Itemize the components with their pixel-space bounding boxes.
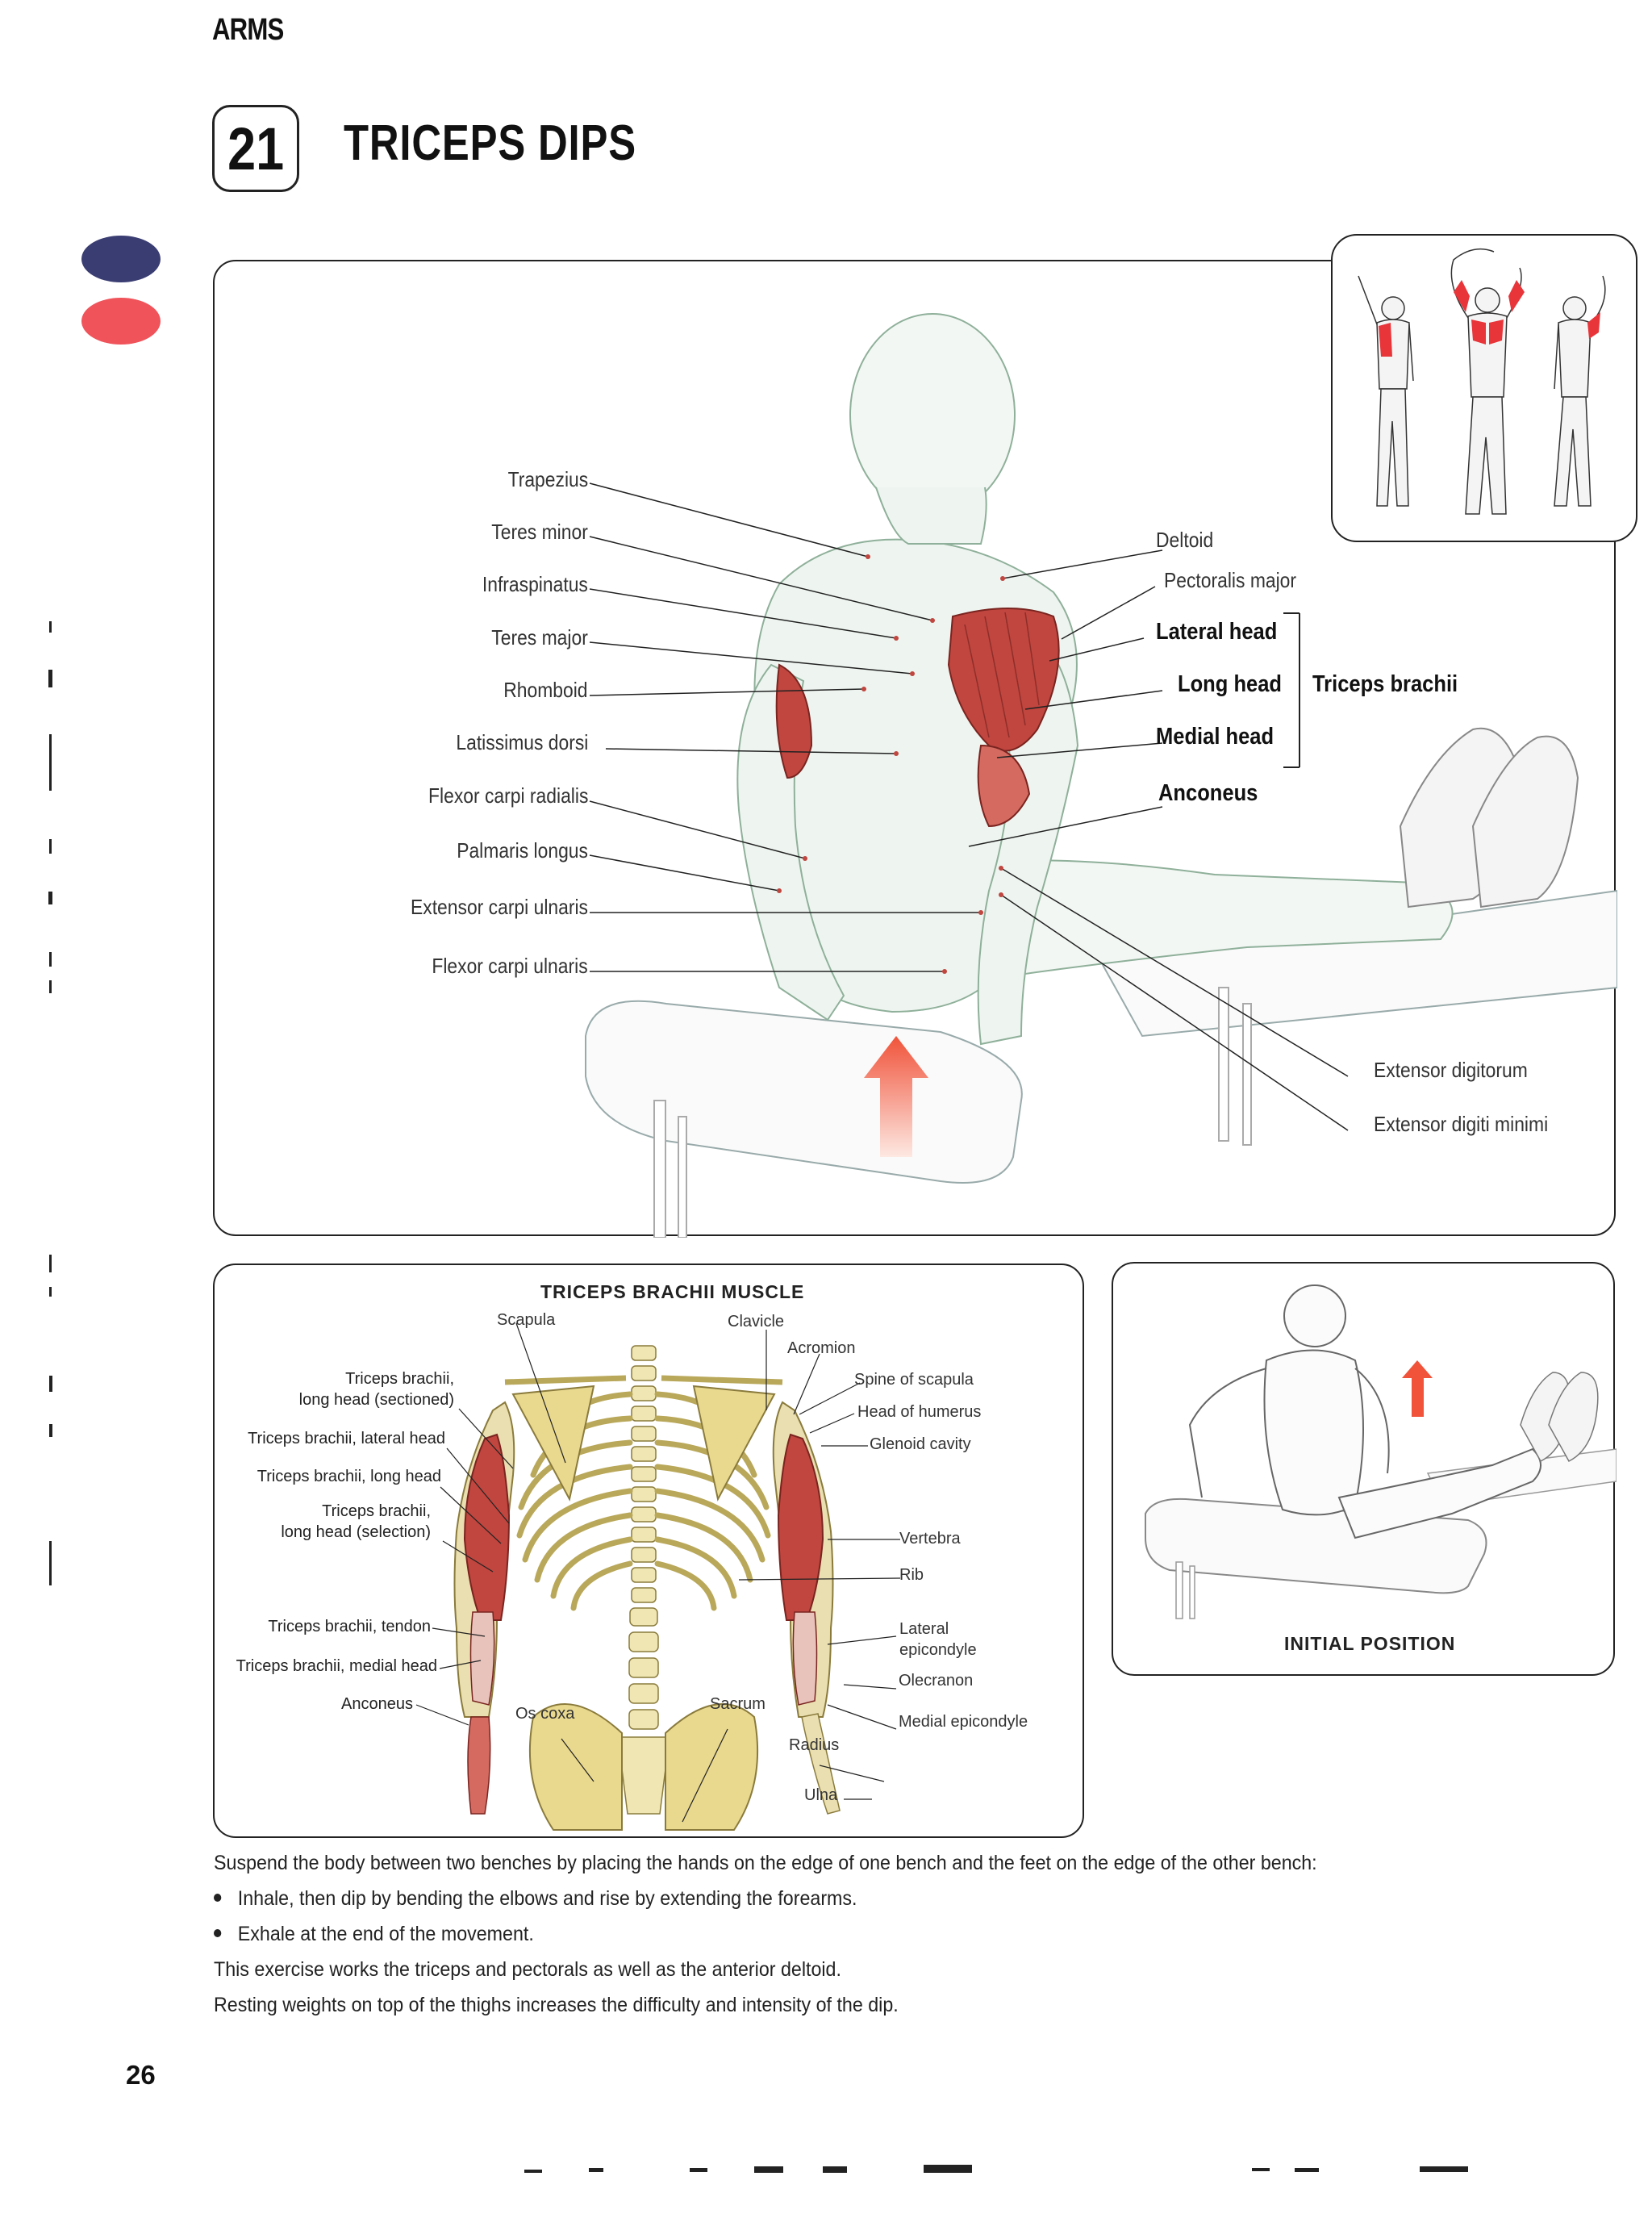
label-rib: Rib <box>899 1566 924 1584</box>
initial-position-caption: INITIAL POSITION <box>1284 1633 1456 1654</box>
label-latissimus-dorsi: Latissimus dorsi <box>455 730 588 754</box>
instruction-line-1: This exercise works the triceps and pect… <box>214 1958 841 1981</box>
bottom-scan-marks <box>524 2165 1468 2173</box>
label-scapula: Scapula <box>497 1311 556 1329</box>
label-long-head-selection-1: Triceps brachii, <box>322 1502 431 1520</box>
exercise-title: TRICEPS DIPS <box>344 115 636 171</box>
label-extensor-digiti-minimi: Extensor digiti minimi <box>1374 1112 1549 1136</box>
label-triceps-long-head: Triceps brachii, long head <box>257 1468 441 1485</box>
label-triceps-brachii: Triceps brachii <box>1312 671 1458 697</box>
instruction-bullet-2-text: Exhale at the end of the movement. <box>237 1923 534 1945</box>
label-long-head-selection-2: long head (selection) <box>281 1523 431 1541</box>
exercise-number-badge: 21 <box>212 105 299 192</box>
label-sacrum: Sacrum <box>710 1695 766 1713</box>
navy-tab-dot <box>81 236 161 282</box>
label-triceps-tendon: Triceps brachii, tendon <box>268 1618 431 1635</box>
triceps-anatomy-panel: TRICEPS BRACHII MUSCLE Scapula Clavicle … <box>213 1264 1084 1838</box>
instruction-bullet-2: Exhale at the end of the movement. <box>214 1923 534 1946</box>
label-vertebra: Vertebra <box>899 1530 961 1548</box>
muscle-map-figures <box>1358 248 1606 515</box>
label-teres-major: Teres major <box>491 625 588 650</box>
muscle-map-thumbnail <box>1331 234 1637 542</box>
section-label: ARMS <box>212 13 284 47</box>
label-clavicle: Clavicle <box>728 1313 785 1330</box>
label-lateral-epicondyle-1: Lateral <box>899 1620 949 1638</box>
skeleton-illustration <box>415 1322 901 1831</box>
exercise-number: 21 <box>227 115 284 182</box>
label-spine-of-scapula: Spine of scapula <box>854 1371 974 1389</box>
instruction-bullet-1-text: Inhale, then dip by bending the elbows a… <box>237 1887 857 1910</box>
label-triceps-lateral-head: Triceps brachii, lateral head <box>248 1430 445 1447</box>
label-pectoralis-major: Pectoralis major <box>1164 568 1297 592</box>
label-extensor-digitorum: Extensor digitorum <box>1374 1058 1528 1082</box>
label-trapezius: Trapezius <box>507 467 588 491</box>
instruction-intro: Suspend the body between two benches by … <box>214 1852 1317 1874</box>
bullet-dot <box>214 1894 222 1903</box>
red-tab-dot <box>81 298 161 345</box>
label-anconeus: Anconeus <box>1158 780 1258 806</box>
triceps-dip-figure <box>585 313 1617 1238</box>
label-medial-head: Medial head <box>1156 724 1274 750</box>
label-long-head-sectioned-2: long head (sectioned) <box>298 1391 454 1409</box>
initial-position-panel: INITIAL POSITION <box>1112 1262 1617 1676</box>
initial-position-figure <box>1145 1284 1617 1619</box>
label-lateral-head: Lateral head <box>1156 619 1278 645</box>
instruction-line-2: Resting weights on top of the thighs inc… <box>214 1994 899 2016</box>
label-infraspinatus: Infraspinatus <box>482 572 588 596</box>
label-extensor-carpi-ulnaris: Extensor carpi ulnaris <box>411 895 588 919</box>
label-acromion: Acromion <box>787 1339 856 1357</box>
label-os-coxa: Os coxa <box>515 1705 575 1723</box>
margin-scan-marks <box>48 621 52 1585</box>
page-number: 26 <box>126 2060 156 2090</box>
instruction-bullet-1: Inhale, then dip by bending the elbows a… <box>214 1887 857 1911</box>
label-olecranon: Olecranon <box>899 1672 974 1690</box>
label-flexor-carpi-radialis: Flexor carpi radialis <box>428 783 588 808</box>
label-anconeus-small: Anconeus <box>341 1695 413 1713</box>
label-rhomboid: Rhomboid <box>503 678 588 702</box>
label-long-head: Long head <box>1178 671 1283 697</box>
label-radius: Radius <box>789 1736 840 1754</box>
label-teres-minor: Teres minor <box>491 520 588 544</box>
label-palmaris-longus: Palmaris longus <box>457 838 588 863</box>
label-glenoid-cavity: Glenoid cavity <box>870 1435 971 1453</box>
label-flexor-carpi-ulnaris: Flexor carpi ulnaris <box>432 954 588 978</box>
label-medial-epicondyle: Medial epicondyle <box>899 1713 1028 1731</box>
label-deltoid: Deltoid <box>1156 528 1214 552</box>
label-head-of-humerus: Head of humerus <box>857 1403 982 1421</box>
label-ulna: Ulna <box>804 1786 838 1804</box>
bullet-dot <box>214 1929 222 1938</box>
label-triceps-medial-head: Triceps brachii, medial head <box>236 1657 437 1675</box>
anatomy-panel-title: TRICEPS BRACHII MUSCLE <box>540 1281 805 1302</box>
label-lateral-epicondyle-2: epicondyle <box>899 1641 977 1659</box>
label-long-head-sectioned-1: Triceps brachii, <box>345 1370 454 1388</box>
